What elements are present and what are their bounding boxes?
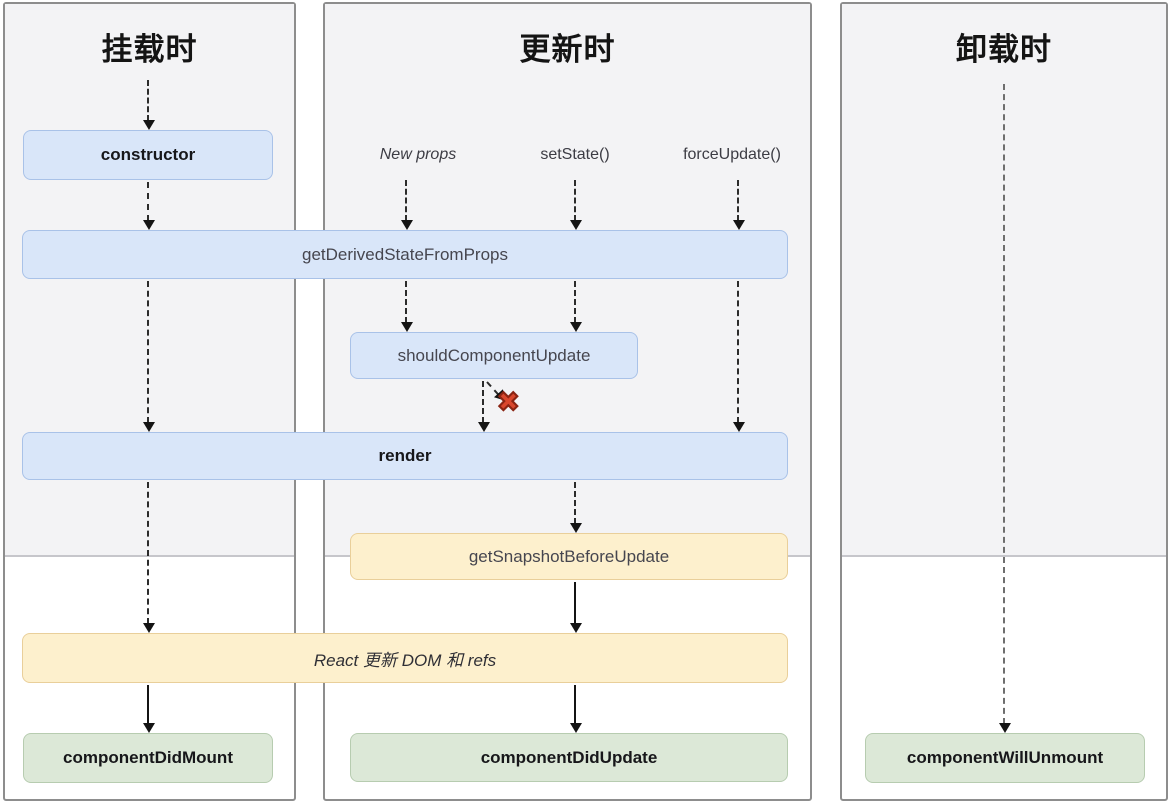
method-render: render <box>22 432 788 480</box>
method-component-will-unmount: componentWillUnmount <box>865 733 1145 783</box>
arrow-forceupdate-to-getderived <box>733 180 745 230</box>
method-constructor: constructor <box>23 130 273 180</box>
trigger-set-state: setState() <box>540 146 610 163</box>
arrow-getderived-to-shouldupdate-right <box>570 281 582 332</box>
updating-title: 更新时 <box>519 32 616 67</box>
method-get-derived-state-from-props: getDerivedStateFromProps <box>22 230 788 279</box>
arrow-render-to-getsnapshot <box>570 482 582 533</box>
method-should-component-update: shouldComponentUpdate <box>350 332 638 379</box>
arrow-forceupdate-to-render <box>733 281 745 432</box>
arrow-getderived-to-render-mount <box>143 281 155 432</box>
stop-cross-icon: ✖ <box>496 387 520 417</box>
arrow-reactupdates-to-didmount <box>143 685 155 733</box>
arrow-getsnapshot-to-reactupdates <box>570 582 582 633</box>
arrow-reactupdates-to-didupdate <box>570 685 582 733</box>
unmounting-title: 卸载时 <box>956 32 1052 67</box>
arrow-setstate-to-getderived <box>570 180 582 230</box>
trigger-force-update: forceUpdate() <box>683 146 781 163</box>
method-get-snapshot-before-update: getSnapshotBeforeUpdate <box>350 533 788 580</box>
arrow-getderived-to-shouldupdate-left <box>401 281 413 332</box>
mounting-title: 挂载时 <box>101 32 198 67</box>
arrow-newprops-to-getderived <box>401 180 413 230</box>
arrow-shouldupdate-to-render <box>478 381 490 432</box>
arrow-constructor-to-getderived <box>143 182 155 230</box>
arrow-mounting-to-constructor <box>143 80 155 130</box>
trigger-new-props: New props <box>379 146 457 163</box>
arrow-render-to-reactupdates-mount <box>143 482 155 633</box>
arrow-unmounting-to-willunmount <box>999 84 1011 733</box>
phase-react-updates-dom: React 更新 DOM 和 refs <box>22 633 788 683</box>
method-component-did-mount: componentDidMount <box>23 733 273 783</box>
method-component-did-update: componentDidUpdate <box>350 733 788 782</box>
